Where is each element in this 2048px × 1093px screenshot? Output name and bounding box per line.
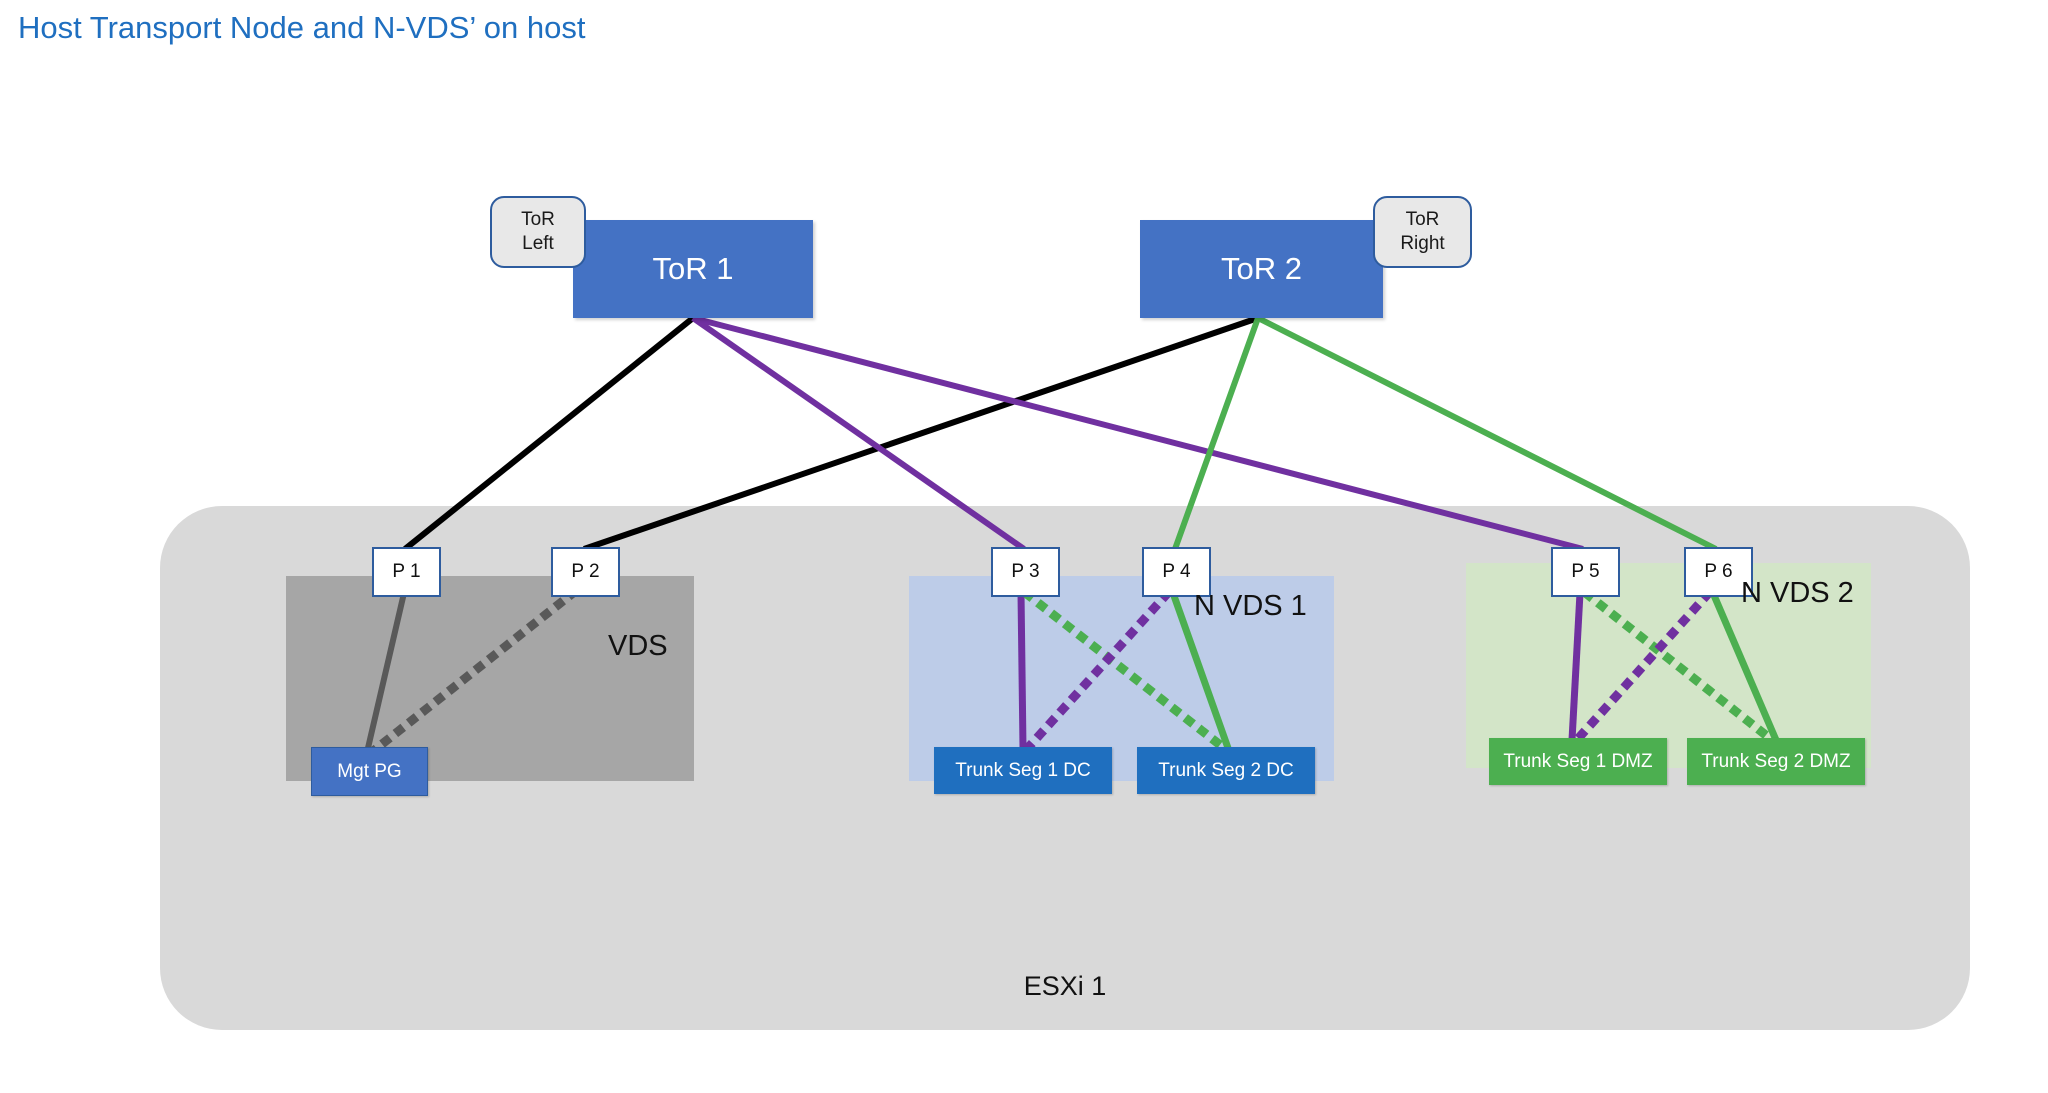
callout-tor-right-line2: Right [1400,233,1445,254]
callout-tor-right[interactable]: ToR Right [1373,196,1472,268]
segment-trunk-seg-1-dc[interactable]: Trunk Seg 1 DC [934,747,1112,794]
port-p6-label: P 6 [1704,561,1733,582]
tor-switch-1-label: ToR 1 [652,251,734,286]
tor-switch-2-label: ToR 2 [1221,251,1302,286]
port-p1-label: P 1 [392,561,421,582]
segment-trunk-seg-1-dmz-label: Trunk Seg 1 DMZ [1503,750,1653,772]
port-p5-label: P 5 [1571,561,1600,582]
tor-switch-2[interactable]: ToR 2 [1140,220,1383,318]
switch-label-vds: VDS [608,630,668,662]
callout-tor-left-line2: Left [522,233,554,254]
port-p3-label: P 3 [1011,561,1040,582]
switch-label-nvds1: N VDS 1 [1194,590,1307,622]
port-p1[interactable]: P 1 [372,547,441,597]
segment-trunk-seg-2-dmz[interactable]: Trunk Seg 2 DMZ [1687,738,1865,785]
segment-trunk-seg-1-dc-label: Trunk Seg 1 DC [955,759,1091,781]
segment-trunk-seg-2-dmz-label: Trunk Seg 2 DMZ [1701,750,1851,772]
callout-tor-left-line1: ToR [521,209,555,231]
port-p2-label: P 2 [571,561,600,582]
port-p4[interactable]: P 4 [1142,547,1211,597]
callout-tor-right-line1: ToR [1405,209,1440,231]
segment-trunk-seg-2-dc-label: Trunk Seg 2 DC [1158,759,1294,781]
page-title: Host Transport Node and N-VDS’ on host [18,10,586,45]
switch-label-nvds2: N VDS 2 [1741,577,1854,609]
esxi-host-label: ESXi 1 [1023,971,1107,1001]
segment-trunk-seg-1-dmz[interactable]: Trunk Seg 1 DMZ [1489,738,1667,785]
segment-mgt-pg[interactable]: Mgt PG [311,747,428,796]
port-p3[interactable]: P 3 [991,547,1060,597]
segment-trunk-seg-2-dc[interactable]: Trunk Seg 2 DC [1137,747,1315,794]
segment-mgt-pg-label: Mgt PG [337,760,402,782]
port-p5[interactable]: P 5 [1551,547,1620,597]
port-p2[interactable]: P 2 [551,547,620,597]
port-p4-label: P 4 [1162,561,1191,582]
tor-switch-1[interactable]: ToR 1 [573,220,813,318]
callout-tor-left[interactable]: ToR Left [490,196,586,268]
